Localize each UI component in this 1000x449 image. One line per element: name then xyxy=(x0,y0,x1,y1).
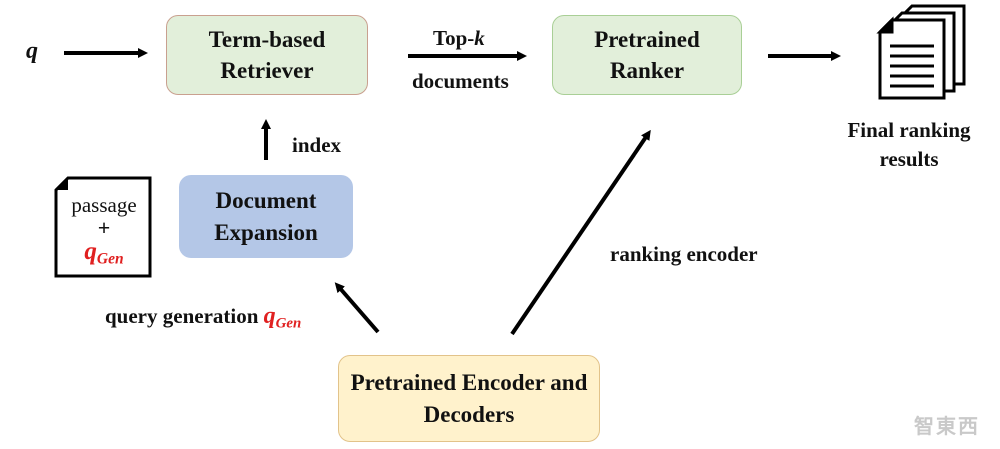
ranking-encoder-label: ranking encoder xyxy=(610,242,758,266)
passage-qgen: qGen xyxy=(58,239,150,268)
query-generation-text: query generation xyxy=(105,304,259,328)
term-based-retriever-label: Term-based Retriever xyxy=(208,26,326,83)
watermark-logo: 智東西 xyxy=(914,410,980,439)
query-generation-qgen-sub: Gen xyxy=(275,315,302,332)
passage-plus: + xyxy=(97,215,111,241)
passage-qgen-sub: Gen xyxy=(96,250,124,268)
topk-documents-label: documents xyxy=(412,69,509,93)
query-input-label: q xyxy=(26,38,38,64)
watermark-text: 智東西 xyxy=(914,414,980,438)
topk-label: Top-k xyxy=(433,26,485,51)
term-based-retriever-node: Term-based Retriever xyxy=(166,15,368,95)
passage-document: passage + qGen xyxy=(58,194,150,268)
query-generation-qgen: qGen xyxy=(263,303,302,332)
passage-qgen-q: q xyxy=(84,238,97,266)
arrow-encoder-to-expansion xyxy=(334,282,380,334)
index-label: index xyxy=(292,133,342,157)
final-ranking-results-label: Final ranking results xyxy=(847,118,971,172)
topk-prefix: Top- xyxy=(433,26,475,50)
document-expansion-label: Document Expansion xyxy=(214,188,318,245)
topk-k: k xyxy=(474,26,485,50)
passage-text: passage xyxy=(71,193,137,217)
document-expansion-node: Document Expansion xyxy=(179,175,353,258)
pretrained-encoder-decoders-label: Pretrained Encoder and Decoders xyxy=(350,370,588,427)
pretrained-ranker-label: Pretrained Ranker xyxy=(594,26,700,83)
passage-document-icon xyxy=(54,176,152,278)
arrow-encoder-to-ranker xyxy=(510,129,651,336)
documents-stack-icon xyxy=(876,4,966,100)
query-generation-label: query generation qGen xyxy=(105,303,301,332)
query-generation-qgen-q: q xyxy=(263,303,276,329)
pretrained-ranker-node: Pretrained Ranker xyxy=(552,15,742,95)
pretrained-encoder-decoders-node: Pretrained Encoder and Decoders xyxy=(338,355,600,442)
